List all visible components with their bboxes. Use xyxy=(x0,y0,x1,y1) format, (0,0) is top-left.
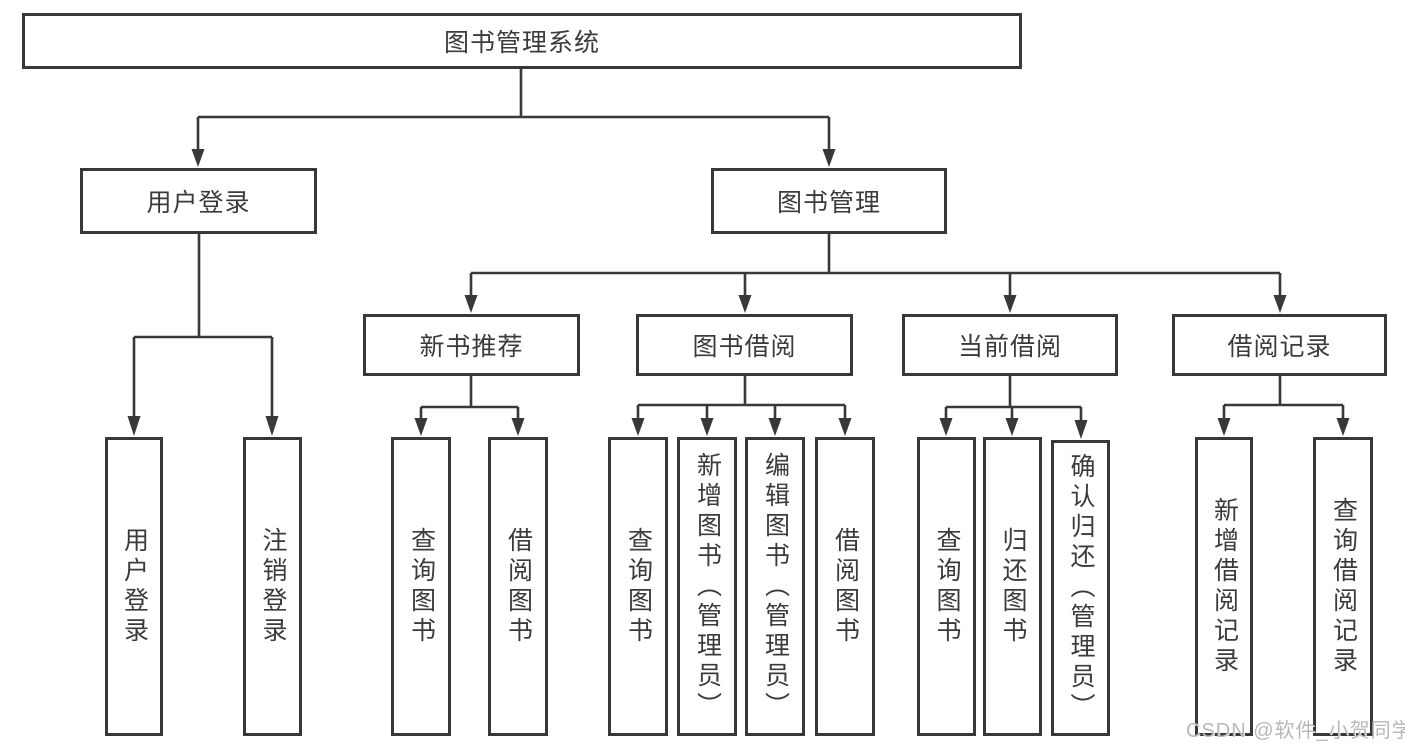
node-user-login: 用户登录 xyxy=(80,168,317,234)
leaf-query-books-borrow: 查询图书 xyxy=(608,437,668,736)
arrowhead xyxy=(265,416,279,436)
connector-borrow-records xyxy=(1222,376,1345,424)
node-current-borrow: 当前借阅 xyxy=(902,314,1118,376)
connector-book-borrow xyxy=(636,376,847,424)
connector-book-management xyxy=(469,234,1282,300)
arrowhead xyxy=(1336,418,1350,436)
leaf-confirm-return-admin: 确认归还（管理员） xyxy=(1051,440,1110,736)
arrowhead xyxy=(511,418,525,436)
connector-new-book xyxy=(419,376,520,424)
leaf-logout: 注销登录 xyxy=(243,437,302,736)
node-root-library-management-system: 图书管理系统 xyxy=(22,13,1022,69)
connector-root xyxy=(196,69,831,153)
leaf-edit-book-admin: 编辑图书（管理员） xyxy=(745,437,805,736)
arrowhead xyxy=(631,418,645,436)
leaf-add-book-admin: 新增图书（管理员） xyxy=(677,437,737,736)
node-book-management: 图书管理 xyxy=(711,168,947,234)
node-borrow-records: 借阅记录 xyxy=(1172,314,1387,376)
arrowhead xyxy=(414,418,428,436)
leaf-query-books-current: 查询图书 xyxy=(917,437,976,736)
watermark-text: CSDN @软件_小贺同学 xyxy=(1186,720,1405,742)
arrowhead xyxy=(1074,420,1088,439)
arrowhead xyxy=(127,416,141,436)
leaf-query-books-newbook: 查询图书 xyxy=(391,437,451,736)
node-book-borrow: 图书借阅 xyxy=(636,314,853,376)
arrowhead xyxy=(1273,295,1287,313)
leaf-add-borrow-record: 新增借阅记录 xyxy=(1195,437,1253,736)
leaf-user-login: 用户登录 xyxy=(105,437,163,736)
node-new-book-recommend: 新书推荐 xyxy=(363,314,580,376)
arrowhead xyxy=(838,418,852,436)
arrowhead xyxy=(700,418,714,436)
arrowhead xyxy=(939,418,953,436)
arrowhead xyxy=(191,149,205,167)
leaf-borrow-books-newbook: 借阅图书 xyxy=(488,437,548,736)
arrowhead xyxy=(822,149,836,167)
leaf-query-borrow-record: 查询借阅记录 xyxy=(1313,437,1373,736)
leaf-return-book: 归还图书 xyxy=(983,437,1042,736)
arrowhead xyxy=(464,295,478,313)
arrowhead xyxy=(768,418,782,436)
connector-current-borrow xyxy=(944,376,1083,426)
arrowhead xyxy=(1217,418,1231,436)
arrowhead xyxy=(738,295,752,313)
arrowhead xyxy=(1005,418,1019,436)
leaf-borrow-books-borrow: 借阅图书 xyxy=(815,437,875,736)
arrowhead xyxy=(1003,295,1017,313)
connector-user-login xyxy=(132,234,274,424)
